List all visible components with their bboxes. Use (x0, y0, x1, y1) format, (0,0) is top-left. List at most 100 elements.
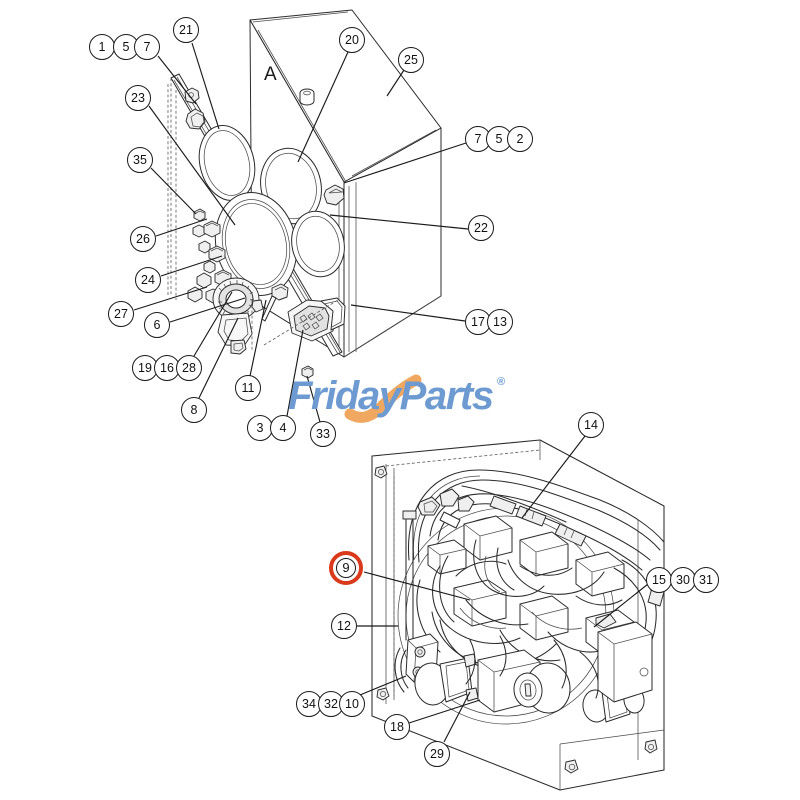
leader-line-7 (343, 142, 467, 184)
leader-line-35 (150, 167, 197, 215)
callout-label: 4 (279, 421, 287, 435)
callout-label: 19 (138, 361, 152, 375)
cap-on-top (299, 88, 315, 106)
callout-35[interactable]: 35 (127, 147, 153, 173)
callout-7[interactable]: 7 (134, 34, 160, 60)
connector-plug (287, 297, 346, 342)
callout-label: 33 (316, 427, 330, 441)
callout-label: 14 (584, 418, 598, 432)
long-bolt (261, 283, 289, 322)
callout-label: 15 (652, 573, 666, 587)
leader-line-6 (169, 297, 246, 323)
callout-17[interactable]: 17 (465, 309, 491, 335)
callout-16[interactable]: 16 (154, 355, 180, 381)
callout-label: 12 (337, 619, 351, 633)
callout-25[interactable]: 25 (398, 47, 424, 73)
callout-6[interactable]: 6 (144, 312, 170, 338)
callout-21[interactable]: 21 (173, 17, 199, 43)
callout-label: 27 (114, 307, 128, 321)
callout-23[interactable]: 23 (125, 85, 151, 111)
callout-2[interactable]: 2 (507, 126, 533, 152)
callout-31[interactable]: 31 (693, 567, 719, 593)
callout-14[interactable]: 14 (578, 412, 604, 438)
callout-label: 11 (241, 381, 255, 395)
callout-label: 21 (179, 23, 193, 37)
callout-33[interactable]: 33 (310, 421, 336, 447)
leader-line-28 (193, 291, 233, 357)
callout-label: 1 (98, 40, 106, 54)
callout-label: 31 (699, 573, 713, 587)
callout-label: 5 (122, 40, 130, 54)
frame-mounts (374, 465, 658, 774)
leader-line-9 (363, 571, 471, 601)
callout-label: 35 (133, 153, 147, 167)
bottom-actuators (414, 635, 645, 723)
leader-line-15 (593, 583, 649, 628)
leader-line-27 (133, 286, 208, 311)
callout-26[interactable]: 26 (130, 226, 156, 252)
leader-line-11 (249, 299, 267, 377)
callout-1[interactable]: 1 (89, 34, 115, 60)
hose-bundle-upper (407, 469, 665, 571)
leader-line-24 (160, 255, 223, 277)
callout-label: 16 (160, 361, 174, 375)
callout-label: 10 (345, 697, 359, 711)
callout-label: 30 (676, 573, 690, 587)
callout-20[interactable]: 20 (339, 27, 365, 53)
leader-line-33 (306, 375, 321, 423)
callout-label: 32 (324, 697, 338, 711)
callout-label: 8 (190, 403, 198, 417)
leader-line-25 (386, 69, 405, 97)
callout-label: 9 (342, 560, 350, 575)
leader-line-18 (408, 699, 481, 724)
upper-cabinet-assembly (167, 9, 442, 379)
callout-label: 34 (302, 697, 316, 711)
callout-30[interactable]: 30 (670, 567, 696, 593)
lower-valve-bank-assembly (371, 439, 665, 791)
callout-label: 26 (136, 232, 150, 246)
callout-13[interactable]: 13 (487, 309, 513, 335)
leader-line-14 (521, 435, 586, 519)
leader-line-8 (198, 317, 239, 399)
callout-label: 25 (404, 53, 418, 67)
leader-line-4 (286, 329, 304, 417)
callout-4[interactable]: 4 (270, 415, 296, 441)
callout-label: 3 (256, 421, 264, 435)
callout-12[interactable]: 12 (331, 613, 357, 639)
fitting-cluster-left (417, 488, 475, 529)
callout-label: 6 (153, 318, 161, 332)
hinge-top-left (184, 87, 200, 104)
leader-line-23 (148, 105, 236, 226)
callout-3[interactable]: 3 (247, 415, 273, 441)
hinge-lump-right (323, 184, 345, 206)
callout-label: 23 (131, 91, 145, 105)
callout-11[interactable]: 11 (235, 375, 261, 401)
callout-24[interactable]: 24 (135, 267, 161, 293)
callout-18[interactable]: 18 (384, 714, 410, 740)
callout-label: 2 (516, 132, 524, 146)
callout-label: 28 (182, 361, 196, 375)
leader-line-26 (155, 218, 208, 237)
callout-10[interactable]: 10 (339, 691, 365, 717)
callout-label: 7 (474, 132, 482, 146)
leader-line-21 (191, 42, 220, 130)
callout-label: 13 (493, 315, 507, 329)
leader-lines (133, 42, 649, 743)
grommet-upper (185, 108, 206, 130)
leader-line-7 (157, 55, 197, 105)
callout-27[interactable]: 27 (108, 301, 134, 327)
callout-label: 20 (345, 33, 359, 47)
callout-8[interactable]: 8 (181, 397, 207, 423)
callout-label: 5 (495, 132, 503, 146)
callout-29[interactable]: 29 (424, 741, 450, 767)
leader-line-29 (443, 691, 471, 743)
callout-label: 7 (143, 40, 151, 54)
callout-22[interactable]: 22 (468, 215, 494, 241)
blower-motor-assembly (212, 277, 264, 355)
callout-9-highlighted[interactable]: 9 (329, 551, 363, 585)
callout-28[interactable]: 28 (176, 355, 202, 381)
callout-label: 18 (390, 720, 404, 734)
callout-15[interactable]: 15 (646, 567, 672, 593)
